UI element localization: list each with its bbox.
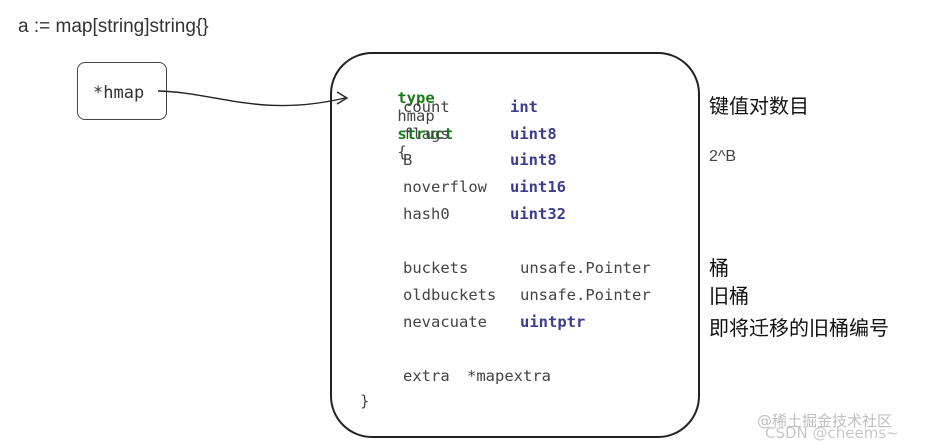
field-type-nevacuate: uintptr (520, 313, 586, 331)
field-name-oldbuckets: oldbuckets (403, 286, 497, 304)
note-count: 键值对数目 (709, 94, 809, 118)
field-type-noverflow: uint16 (510, 178, 566, 196)
field-name-extra: extra (403, 367, 450, 385)
field-type-oldbuckets: unsafe.Pointer (520, 286, 651, 304)
field-name-hash0: hash0 (403, 205, 450, 223)
field-name-count: count (403, 98, 450, 116)
watermark-juejin: @稀土掘金技术社区 (757, 412, 893, 430)
field-name-buckets: buckets (403, 259, 469, 277)
watermark-csdn: CSDN @cheems~ (765, 424, 899, 442)
field-name-nevacuate: nevacuate (403, 313, 487, 331)
field-type-buckets: unsafe.Pointer (520, 259, 651, 277)
field-type-count: int (510, 98, 538, 116)
note-nevacuate: 即将迁移的旧桶编号 (709, 316, 889, 340)
field-name-b: B (403, 151, 413, 169)
map-declaration: a := map[string]string{} (18, 16, 209, 37)
open-brace: { (397, 143, 407, 161)
field-name-noverflow: noverflow (403, 178, 487, 196)
note-oldbuckets: 旧桶 (709, 284, 749, 308)
field-type-b: uint8 (510, 151, 557, 169)
type-keyword: type (397, 89, 435, 107)
field-type-flags: uint8 (510, 125, 557, 143)
struct-keyword: struct (397, 125, 454, 143)
field-type-hash0: uint32 (510, 205, 566, 223)
note-buckets: 桶 (709, 256, 729, 280)
field-type-extra: *mapextra (467, 367, 551, 385)
field-name-flags: flags (403, 125, 450, 143)
note-b: 2^B (709, 148, 737, 165)
pointer-label: *hmap (93, 83, 145, 103)
hmap-struct-box (330, 52, 700, 438)
struct-header: type hmap struct { (360, 71, 453, 179)
close-brace: } (360, 392, 370, 410)
struct-name: hmap (397, 107, 435, 125)
